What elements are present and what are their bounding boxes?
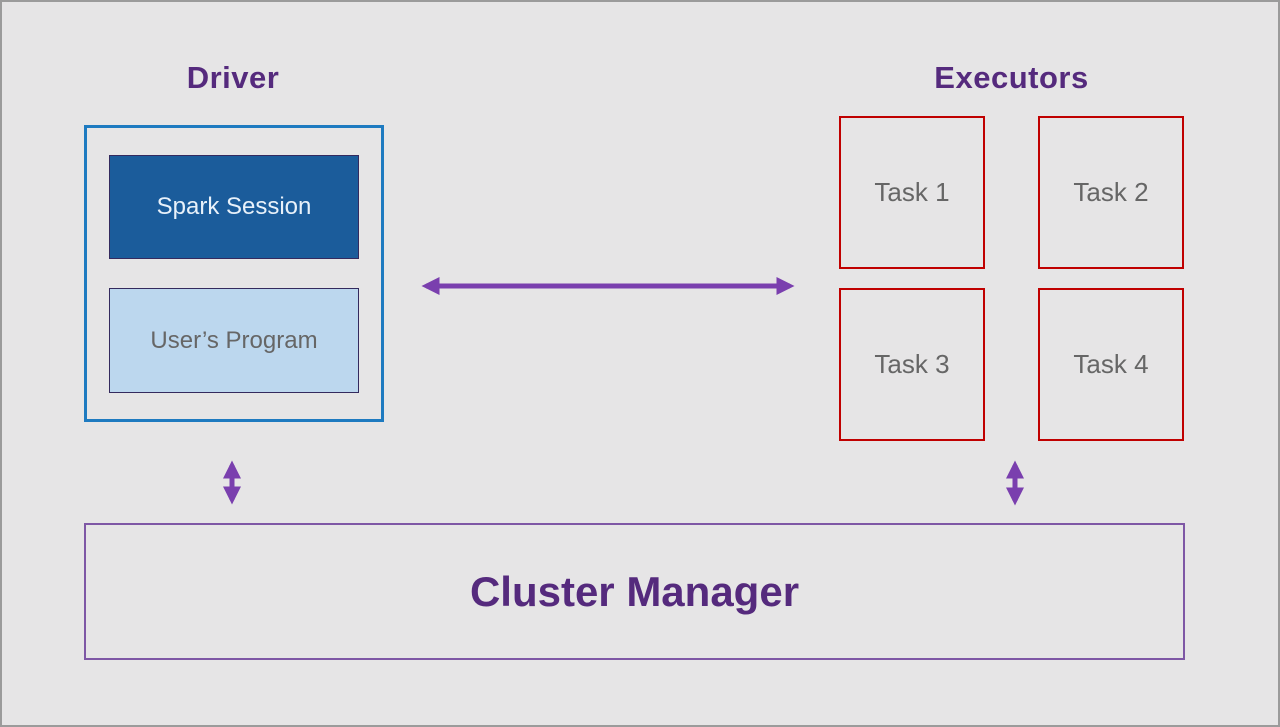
spark-session-node: Spark Session — [109, 155, 359, 259]
users-program-node: User’s Program — [109, 288, 359, 393]
cluster-manager-box: Cluster Manager — [84, 523, 1185, 660]
task-box-1: Task 1 — [839, 116, 985, 269]
driver-box — [84, 125, 384, 422]
executors-title: Executors — [934, 60, 1089, 95]
task-box-4: Task 4 — [1038, 288, 1184, 441]
task-box-2: Task 2 — [1038, 116, 1184, 269]
task-box-3: Task 3 — [839, 288, 985, 441]
driver-title: Driver — [186, 60, 280, 95]
